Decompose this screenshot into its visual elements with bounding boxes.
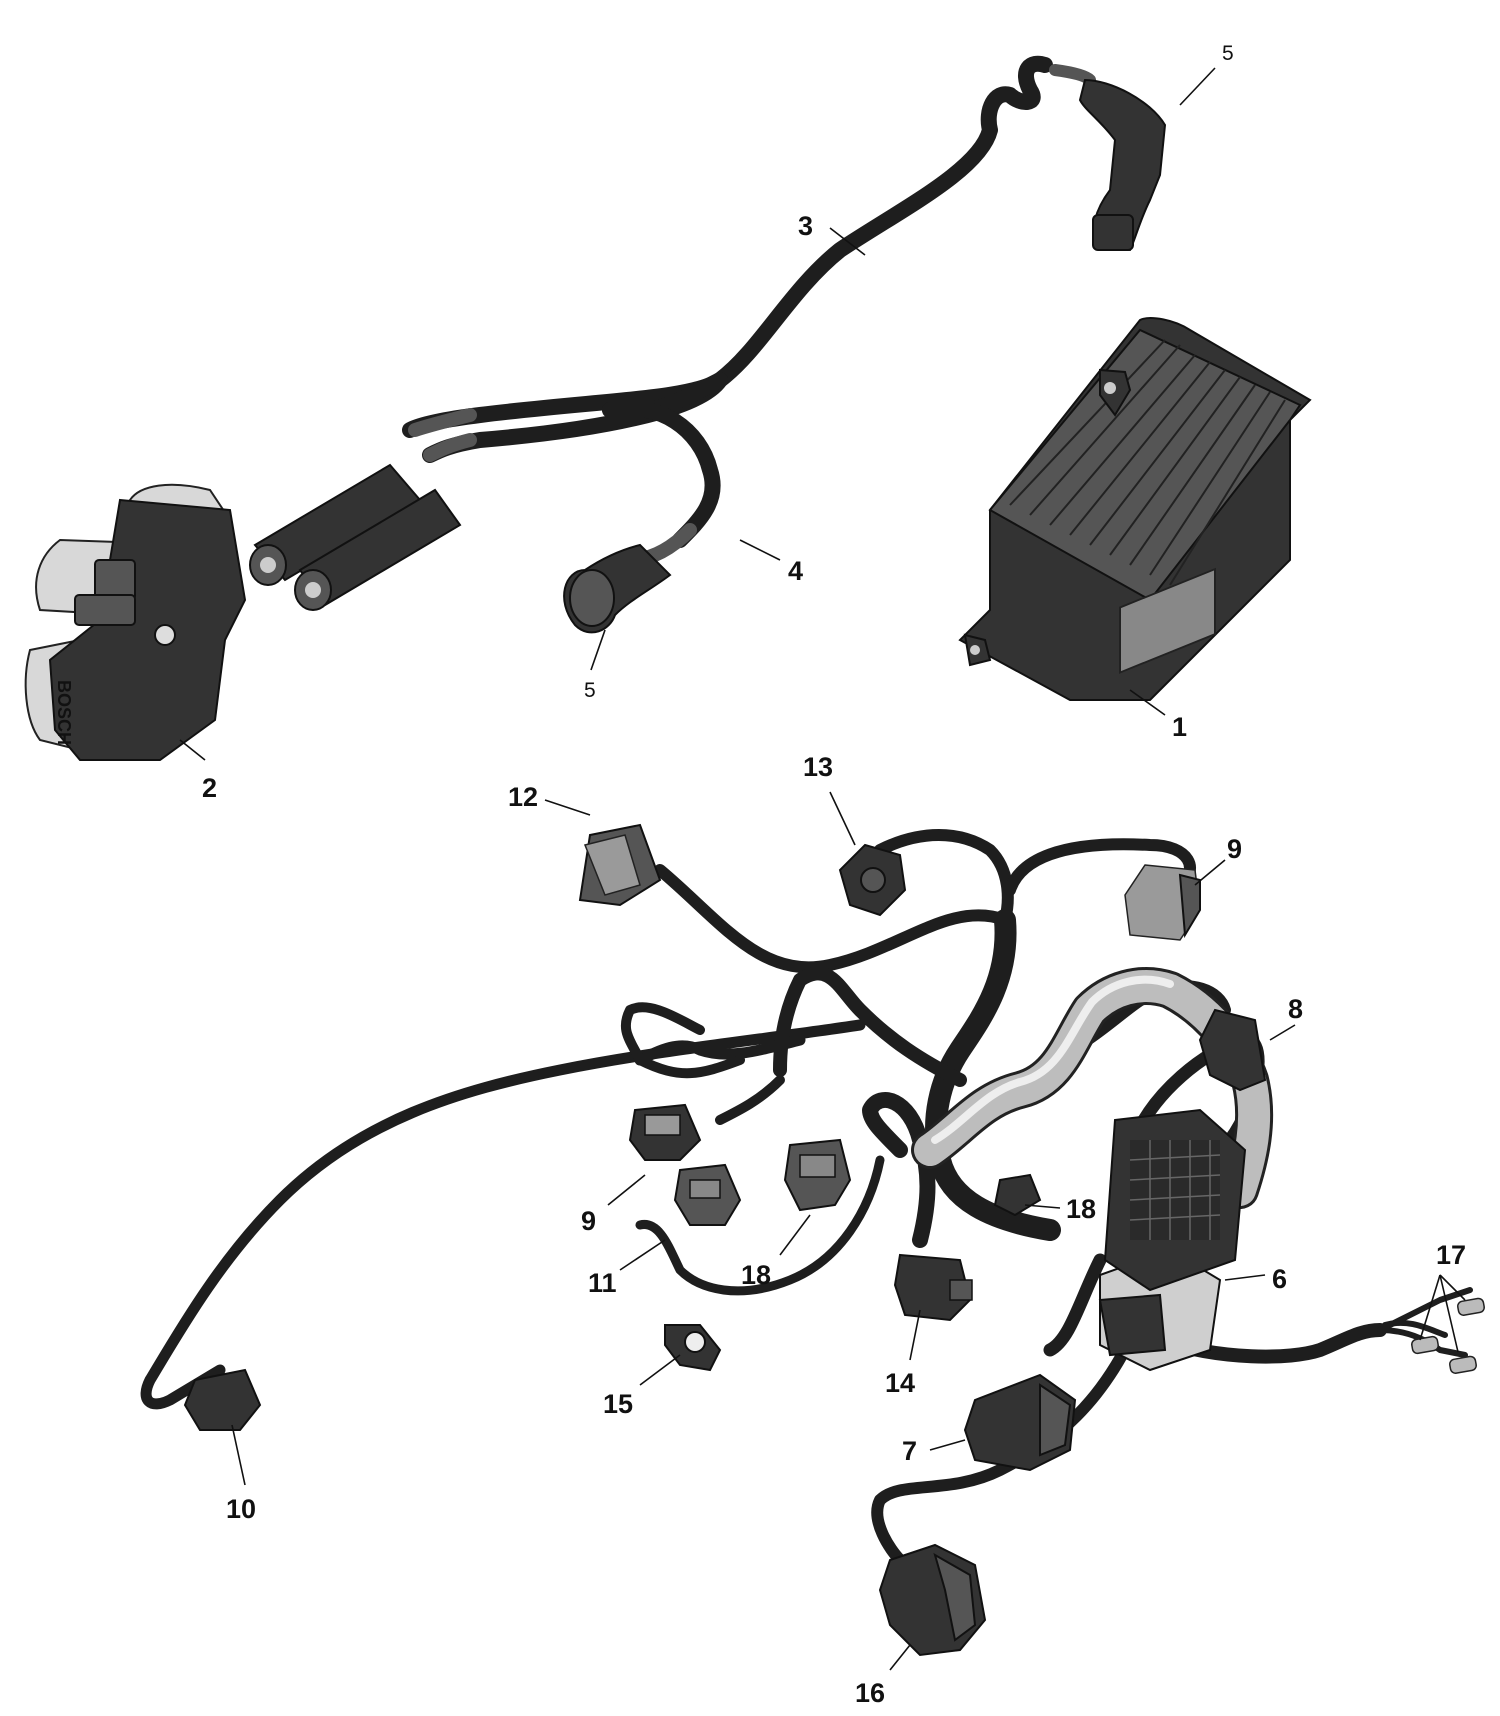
callout-17: 17 — [1436, 1240, 1466, 1270]
callout-5-upper: 5 — [1222, 42, 1234, 65]
callout-9-lower: 9 — [581, 1206, 596, 1236]
connector-16 — [878, 1543, 987, 1657]
callout-labels: 5 3 4 5 1 2 13 12 9 8 9 18 11 18 6 17 14… — [202, 42, 1466, 1708]
terminals-17 — [1411, 1297, 1485, 1374]
callout-3: 3 — [798, 211, 813, 241]
engine-control-module — [958, 317, 1312, 701]
callout-14: 14 — [885, 1368, 915, 1398]
connector-9-lower — [628, 1103, 702, 1161]
callout-11: 11 — [588, 1268, 617, 1298]
connector-18-right — [993, 1173, 1042, 1217]
wiring-harness — [140, 829, 1473, 1566]
connector-18-left — [783, 1138, 852, 1212]
callout-15: 15 — [603, 1389, 633, 1419]
connector-11 — [673, 1163, 742, 1226]
callout-18-left: 18 — [741, 1260, 771, 1290]
spark-plug-boot-upper — [1078, 78, 1167, 252]
callout-4: 4 — [788, 556, 803, 586]
callout-13: 13 — [803, 752, 833, 782]
callout-8: 8 — [1288, 994, 1303, 1024]
connector-10 — [183, 1368, 262, 1431]
callout-1: 1 — [1172, 712, 1187, 742]
ignition-coil-brand: BOSCH — [54, 680, 74, 745]
connector-12 — [578, 823, 662, 907]
callout-10: 10 — [226, 1494, 256, 1524]
callout-12: 12 — [508, 782, 538, 812]
callout-5-lower: 5 — [584, 679, 596, 702]
callout-7: 7 — [902, 1436, 917, 1466]
connector-7 — [963, 1373, 1077, 1472]
callout-2: 2 — [202, 773, 217, 803]
callout-9-upper: 9 — [1227, 834, 1242, 864]
callout-18-right: 18 — [1066, 1194, 1096, 1224]
callout-6: 6 — [1272, 1264, 1287, 1294]
sensor-15 — [664, 1324, 722, 1372]
spark-plug-cable — [402, 55, 1096, 567]
spark-plug-boot-lower — [563, 543, 672, 634]
connector-8 — [1198, 1008, 1267, 1092]
connector-9-upper — [1124, 864, 1201, 941]
callout-16: 16 — [855, 1678, 885, 1708]
ignition-coil: BOSCH — [24, 463, 462, 761]
connector-14 — [893, 1253, 973, 1322]
connector-13 — [838, 843, 907, 917]
ecm-connector-6 — [1098, 1108, 1247, 1372]
leader-lines — [179, 67, 1466, 1671]
